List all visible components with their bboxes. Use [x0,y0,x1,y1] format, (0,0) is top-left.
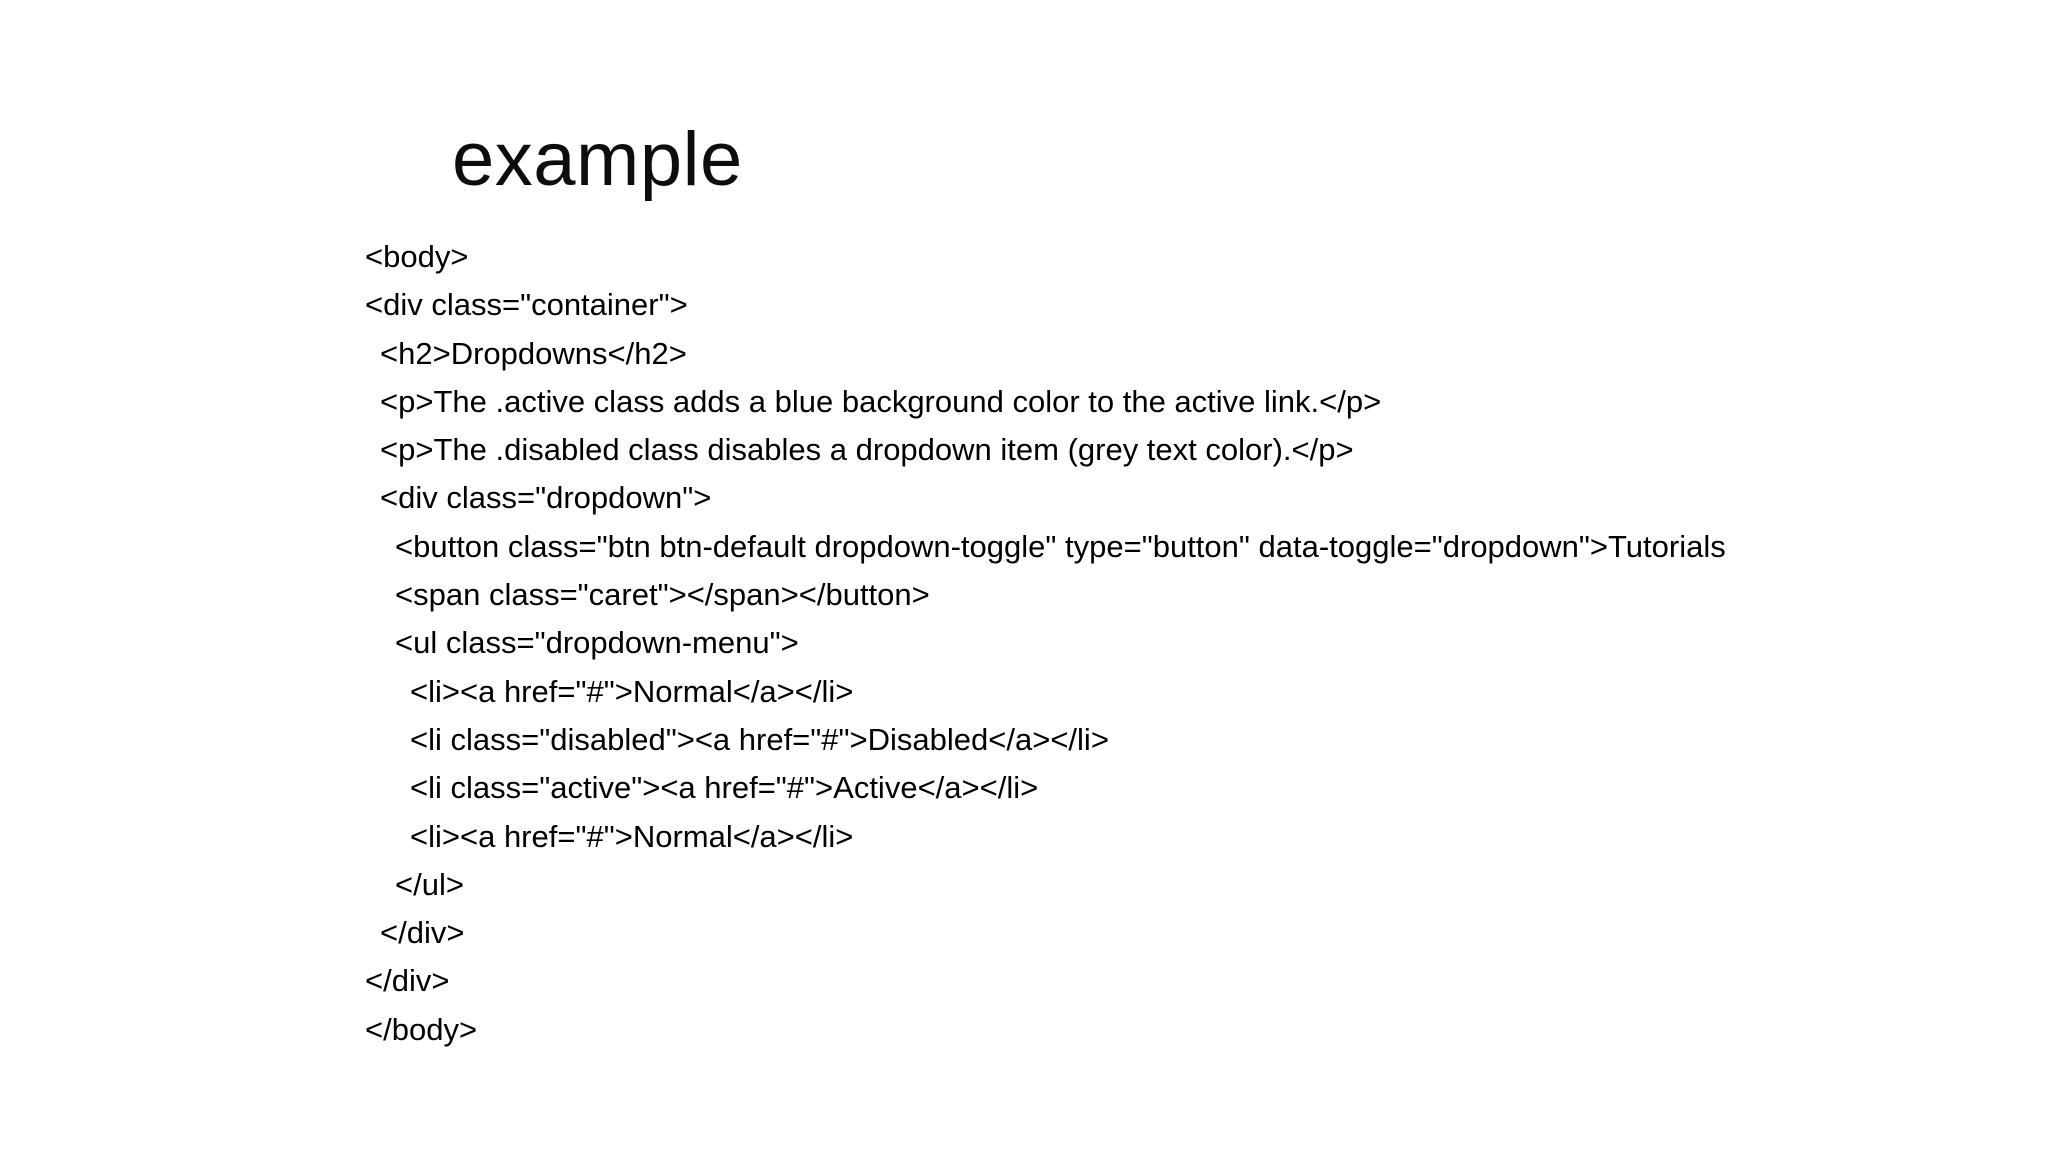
code-line: <ul class="dropdown-menu"> [395,625,799,661]
code-line: </ul> [395,866,464,902]
code-line: <div class="dropdown"> [380,480,712,516]
code-line: <p>The .disabled class disables a dropdo… [380,432,1354,468]
code-line: </div> [365,963,450,999]
code-line: <button class="btn btn-default dropdown-… [395,528,1726,564]
code-line: <div class="container"> [365,287,688,323]
code-line: <body> [365,239,469,274]
code-block: <body> <div class="container"> <h2>Dropdow… [365,233,1726,1054]
code-line: <span class="caret"></span></button> [395,577,930,613]
code-line: </div> [380,915,465,951]
code-line: <li><a href="#">Normal</a></li> [410,673,854,709]
page-title: example [452,117,743,202]
code-line: <li class="disabled"><a href="#">Disable… [410,721,1109,757]
code-line: </body> [365,1011,478,1047]
code-line: <li><a href="#">Normal</a></li> [410,818,854,854]
code-line: <li class="active"><a href="#">Active</a… [410,770,1039,806]
code-line: <p>The .active class adds a blue backgro… [380,383,1382,419]
code-line: <h2>Dropdowns</h2> [380,335,687,371]
